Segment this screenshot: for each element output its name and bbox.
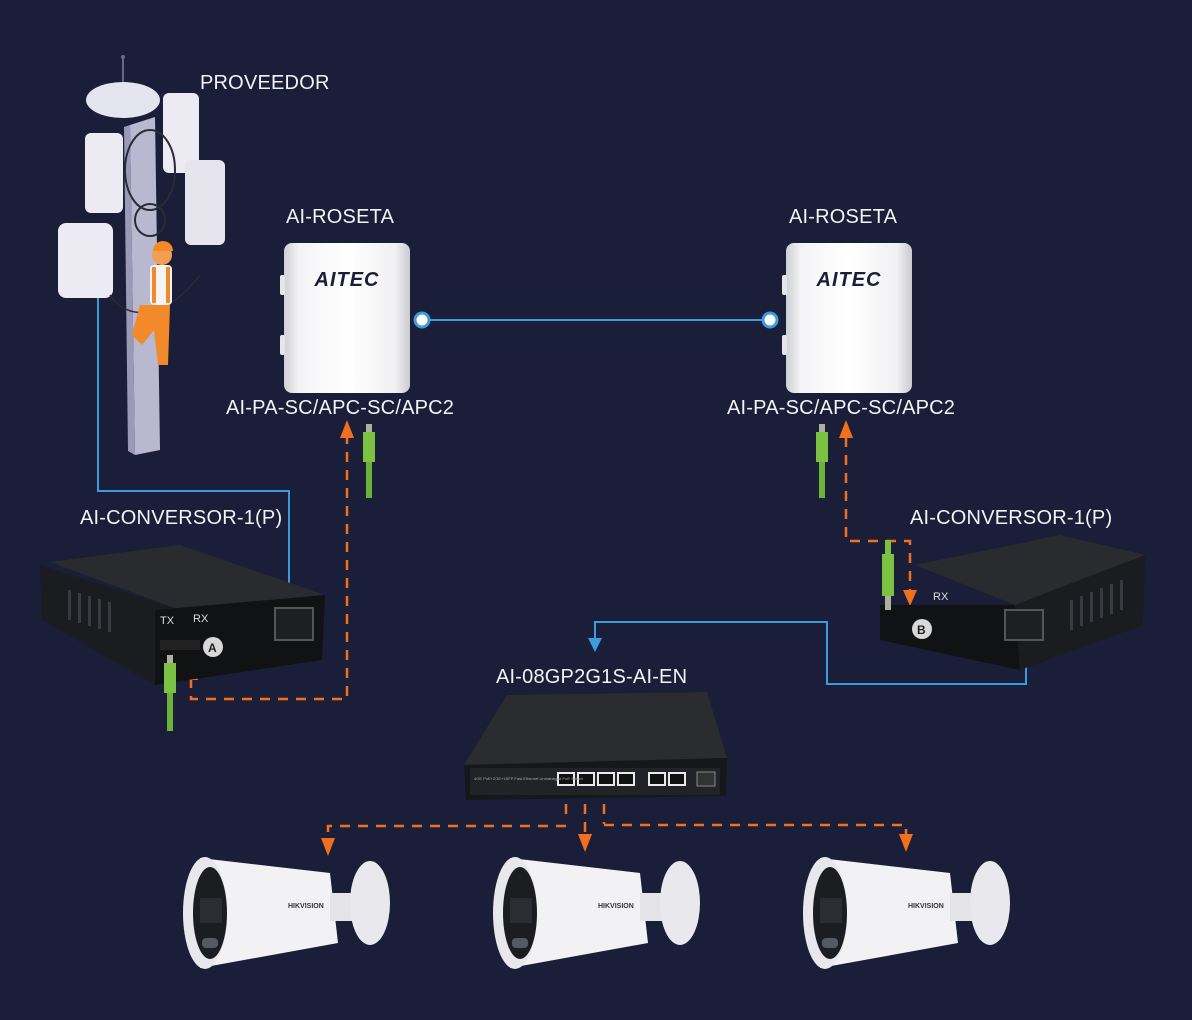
aitec-logo: AITEC — [816, 269, 882, 291]
provider-label: PROVEEDOR — [200, 72, 330, 94]
roseta-right-label: AI-ROSETA — [789, 206, 898, 228]
cell-tower-icon — [58, 55, 225, 455]
converter-badge: A — [208, 641, 217, 655]
converter-badge: B — [917, 623, 926, 637]
ethernet-line-roseta-roseta — [413, 311, 779, 329]
switch-front-text: 4GE PoE+2GE+1SFP Fast Ethernet Unmanaged… — [474, 776, 583, 781]
poe-switch-device: 4GE PoE+2GE+1SFP Fast Ethernet Unmanaged… — [464, 692, 727, 800]
camera-2: HIKVISION — [493, 857, 700, 969]
aitec-logo: AITEC — [314, 269, 380, 291]
converter-left-label: AI-CONVERSOR-1(P) — [80, 507, 283, 529]
roseta-left-label: AI-ROSETA — [286, 206, 395, 228]
converter-right-label: AI-CONVERSOR-1(P) — [910, 507, 1113, 529]
arrow-down-icon — [588, 638, 602, 652]
fiber-connector-icon — [164, 655, 176, 731]
rx-port-label: RX — [193, 613, 209, 625]
arrow-up-icon — [839, 420, 853, 438]
roseta-left-device: AITEC — [280, 243, 410, 393]
camera-3: HIKVISION — [803, 857, 1010, 969]
rx-port-label: RX — [933, 591, 949, 603]
roseta-right-connector-label: AI-PA-SC/APC-SC/APC2 — [727, 397, 956, 419]
fiber-connector-icon — [816, 424, 828, 498]
fiber-connector-icon — [363, 424, 375, 498]
connector-node-left — [413, 311, 431, 329]
tx-port-label: TX — [160, 615, 175, 627]
arrow-up-icon — [340, 420, 354, 438]
media-converter-right: RX B — [880, 535, 1145, 670]
camera-brand: HIKVISION — [598, 903, 634, 910]
camera-1: HIKVISION — [183, 857, 390, 969]
switch-label: AI-08GP2G1S-AI-EN — [496, 666, 688, 688]
camera-brand: HIKVISION — [288, 903, 324, 910]
fiber-connector-icon — [882, 540, 894, 610]
connector-node-right — [761, 311, 779, 329]
media-converter-left: TX RX A — [40, 545, 325, 685]
roseta-left-connector-label: AI-PA-SC/APC-SC/APC2 — [226, 397, 455, 419]
roseta-right-device: AITEC — [782, 243, 912, 393]
camera-brand: HIKVISION — [908, 903, 944, 910]
